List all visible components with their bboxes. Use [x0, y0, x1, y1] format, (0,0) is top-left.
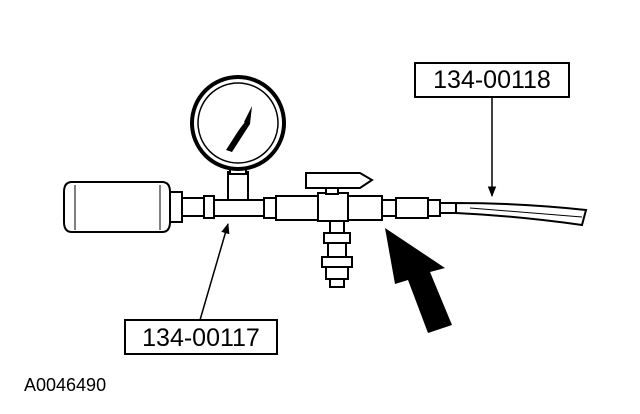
manifold-pipe: [213, 192, 457, 222]
adapter-canister: [63, 181, 215, 233]
callout-gauge-label: 134-00117: [142, 324, 260, 352]
gauge-dial: [190, 75, 286, 171]
service-hose: [455, 201, 588, 227]
callout-hose-label: 134-00118: [433, 66, 551, 94]
schrader-fitting: [321, 220, 353, 288]
indicator-arrow: [385, 228, 452, 333]
callout-gauge: 134-00117: [124, 319, 278, 355]
gauge-needle: [226, 106, 252, 152]
callout-gauge-leader: [199, 222, 230, 321]
callout-hose: 134-00118: [414, 62, 570, 98]
valve-handle: [305, 172, 374, 195]
figure-id: A0046490: [24, 375, 106, 395]
pressure-gauge: [190, 75, 286, 201]
